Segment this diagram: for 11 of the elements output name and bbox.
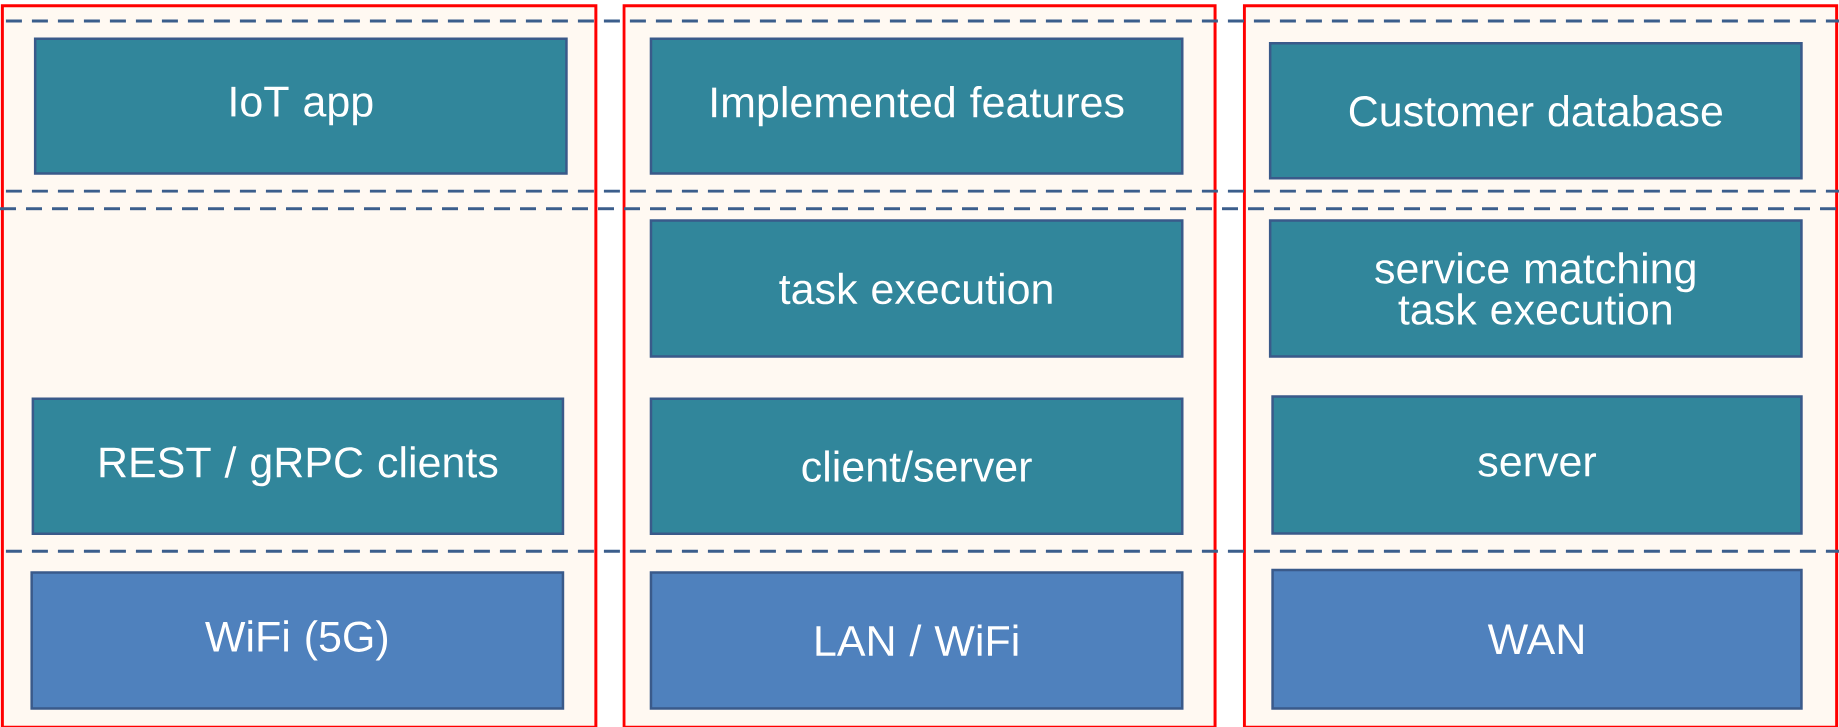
layer-box: service matching task execution xyxy=(1268,219,1803,358)
layer-box: server xyxy=(1271,395,1803,535)
layer-box: WiFi (5G) xyxy=(30,571,565,710)
layer-box: Implemented features xyxy=(649,37,1184,175)
layer-box: WAN xyxy=(1271,568,1803,710)
layer-box: IoT app xyxy=(33,37,568,175)
layer-box: Customer database xyxy=(1268,42,1803,180)
layer-box: REST / gRPC clients xyxy=(31,397,565,535)
layer-box: LAN / WiFi xyxy=(649,571,1184,710)
layer-box: task execution xyxy=(649,219,1184,358)
layer-box: client/server xyxy=(649,397,1184,535)
